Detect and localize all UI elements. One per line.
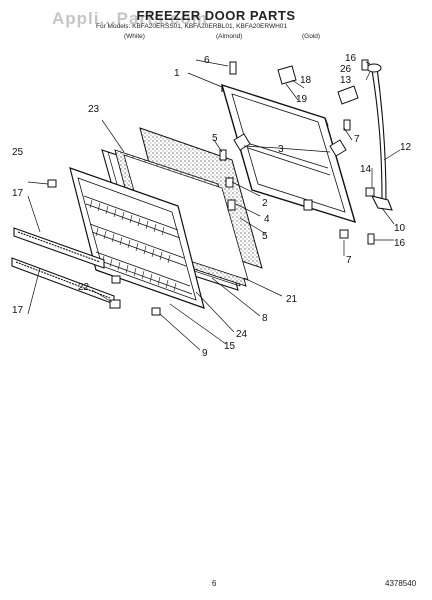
callout-17-upper: 17 — [12, 188, 24, 199]
model-numbers: For Models: KBFA20ERSS01, KBFA20ERBL01, … — [96, 23, 288, 30]
callout-15: 15 — [224, 341, 236, 352]
model-info: For Models: KBFA20ERSS01, KBFA20ERBL01, … — [0, 23, 432, 47]
callout-19: 19 — [296, 94, 308, 105]
callout-17-lower: 17 — [12, 305, 24, 316]
callout-25: 25 — [12, 147, 24, 158]
callout-1: 1 — [174, 68, 180, 79]
finish-almond: (Almond) — [216, 33, 243, 40]
callout-9: 9 — [202, 348, 208, 359]
callout-18: 18 — [300, 75, 312, 86]
callout-2: 2 — [262, 198, 268, 209]
page-title: FREEZER DOOR PARTS — [136, 8, 296, 23]
door-handle — [366, 63, 393, 211]
page-number: 6 — [212, 579, 217, 588]
callout-16-upper: 16 — [345, 53, 357, 64]
callout-14: 14 — [360, 164, 372, 175]
rail-clip — [109, 275, 121, 309]
callout-24: 24 — [236, 329, 248, 340]
callout-8: 8 — [262, 313, 268, 324]
callout-13: 13 — [340, 75, 352, 86]
callout-4: 4 — [264, 214, 270, 225]
shelf-rail — [11, 227, 115, 305]
document-number: 4378540 — [385, 579, 417, 588]
callout-7-lower: 7 — [346, 255, 352, 266]
callout-23: 23 — [88, 104, 100, 115]
callout-5-upper: 5 — [212, 133, 218, 144]
callout-21: 21 — [286, 294, 298, 305]
finish-gold: (Gold) — [302, 33, 321, 40]
callout-22: 22 — [78, 282, 90, 293]
finish-white: (White) — [124, 33, 145, 40]
watermark: Appli...Parts.com — [52, 9, 208, 28]
door-liner — [69, 167, 205, 309]
callout-16-lower: 16 — [394, 238, 406, 249]
callout-5-lower: 5 — [262, 231, 268, 242]
callout-3: 3 — [278, 144, 284, 155]
callout-10: 10 — [394, 223, 406, 234]
door-frame — [220, 83, 357, 224]
callout-labels: 6 1 5 3 2 4 5 7 7 18 19 16 26 13 12 14 1… — [12, 53, 412, 359]
callout-12: 12 — [400, 142, 412, 153]
leader-lines — [27, 59, 401, 351]
callout-7-upper: 7 — [354, 134, 360, 145]
callout-6: 6 — [204, 55, 210, 66]
callout-26: 26 — [340, 64, 352, 75]
